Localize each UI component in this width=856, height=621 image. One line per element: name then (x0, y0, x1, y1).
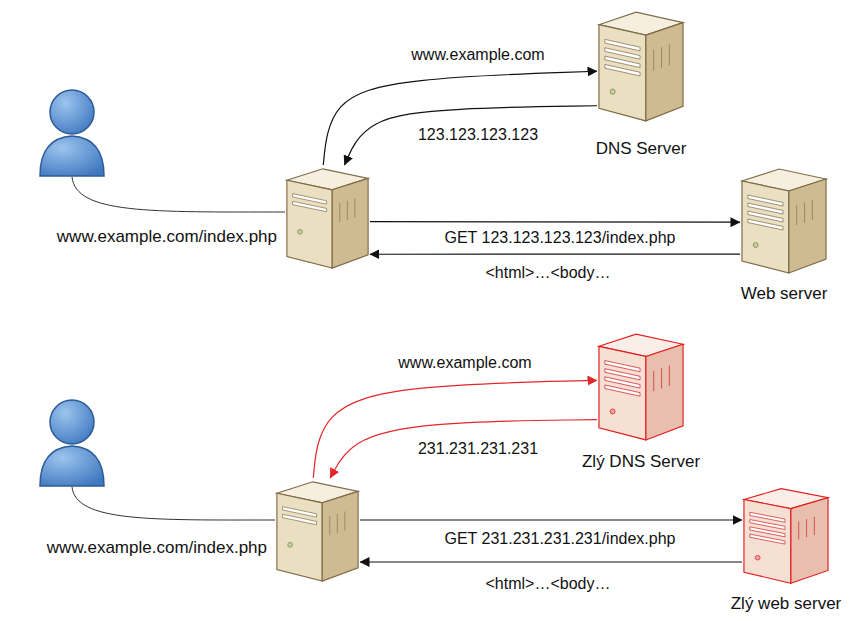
vent-line (344, 511, 345, 530)
vent-line (347, 201, 348, 220)
connector-arrow (370, 254, 740, 255)
computer-shape (275, 478, 360, 583)
connector-arrow (345, 106, 598, 165)
client-computer: www.example.com/index.php (275, 478, 360, 583)
server-shape (742, 485, 830, 585)
edge-label: <html>…<body… (483, 574, 614, 593)
drive-slot (748, 219, 783, 230)
server-label: Web server (741, 284, 828, 304)
edge-label: <html>…<body… (483, 263, 614, 282)
case-side (791, 498, 828, 583)
server-shape (740, 165, 828, 275)
evil-web-server: Zlý web server (742, 485, 830, 585)
drive-slot (293, 201, 327, 212)
vent-line (669, 45, 670, 66)
case-front (599, 25, 646, 121)
edge-label: www.example.com (395, 353, 534, 372)
connector-arrow (360, 519, 742, 520)
connector-group (313, 71, 742, 562)
server-label: Zlý web server (731, 594, 842, 614)
edge-label: 123.123.123.123 (415, 125, 541, 144)
vent-line (329, 516, 330, 535)
user-head (50, 400, 94, 444)
case-side (789, 179, 826, 273)
vent-line (337, 514, 338, 533)
web-server: Web server (740, 165, 828, 275)
drive-slot (605, 64, 640, 76)
case-front (287, 180, 332, 268)
evil-dns-server: Zlý DNS Server (597, 330, 685, 442)
server-shape (597, 8, 685, 123)
user-body (40, 446, 104, 486)
power-button (610, 409, 615, 414)
connector-arrow (330, 420, 597, 478)
url-label: www.example.com/index.php (47, 538, 267, 558)
case-front (742, 181, 789, 273)
connector-arrow (323, 71, 597, 165)
vent-line (812, 200, 813, 220)
user-cable (72, 487, 275, 520)
case-side (646, 23, 683, 121)
client-computer: www.example.com/index.php (285, 165, 370, 270)
power-button (753, 243, 758, 248)
drive-slot (283, 514, 317, 525)
vent-line (669, 366, 670, 386)
power-button (755, 555, 760, 560)
vent-line (796, 205, 797, 225)
computer-shape (285, 165, 370, 270)
user-head (50, 90, 94, 134)
user-icon (40, 90, 104, 176)
case-front (744, 500, 791, 584)
server-label: DNS Server (596, 139, 687, 159)
edge-label: GET 231.231.231.231/index.php (442, 529, 679, 548)
connector-arrow (313, 380, 597, 478)
edge-label: GET 123.123.123.123/index.php (442, 228, 679, 247)
vent-line (653, 371, 654, 391)
vent-line (354, 198, 355, 217)
user-cable (72, 177, 285, 212)
server-label: Zlý DNS Server (582, 452, 700, 472)
case-front (599, 346, 646, 440)
user-body (40, 136, 104, 176)
drive-slot (605, 385, 640, 396)
vent-line (806, 519, 807, 537)
vent-line (814, 517, 815, 535)
case-side (332, 178, 368, 268)
vent-line (661, 47, 662, 68)
server-shape (597, 330, 685, 442)
power-button (610, 89, 615, 94)
vent-line (653, 50, 654, 71)
url-label: www.example.com/index.php (57, 227, 277, 247)
drive-slot (750, 534, 785, 544)
edge-label: www.example.com (408, 45, 547, 64)
dns-server: DNS Server (597, 8, 685, 123)
vent-line (798, 521, 799, 539)
case-front (277, 493, 322, 581)
power-button (298, 229, 303, 234)
user-icon (40, 400, 104, 486)
case-side (322, 491, 358, 581)
case-side (646, 344, 683, 440)
vent-line (339, 203, 340, 222)
connector-arrow (370, 221, 740, 223)
power-button (288, 542, 293, 547)
edge-label: 231.231.231.231 (415, 439, 541, 458)
vent-line (804, 203, 805, 223)
connector-arrow (360, 561, 742, 562)
vent-line (661, 368, 662, 388)
